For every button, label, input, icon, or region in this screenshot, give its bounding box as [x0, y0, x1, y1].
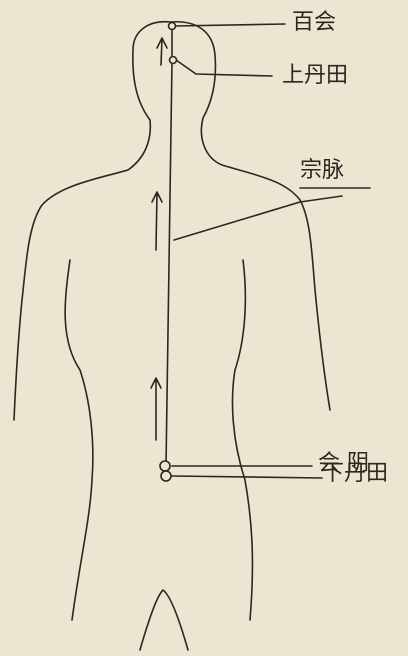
upper-dantian-point: [170, 57, 177, 64]
central-channel-line: [166, 62, 172, 466]
body-outline-legs: [140, 590, 188, 650]
huiyin-point: [160, 461, 170, 471]
label-central-channel: 宗脉: [300, 160, 344, 182]
label-baihui: 百会: [292, 12, 336, 34]
label-huiyin: 会 阴: [318, 453, 369, 475]
lower-dantian-point: [161, 471, 171, 481]
leader-lower-dantian: [172, 476, 322, 478]
leader-central-channel: [174, 196, 342, 240]
arrow-lower-icon: [151, 378, 161, 440]
body-outline-left: [14, 22, 170, 620]
leader-upper-dantian: [176, 60, 272, 76]
label-upper-dantian: 上丹田: [282, 65, 348, 87]
baihui-point: [169, 23, 176, 30]
body-outline-right: [170, 22, 330, 620]
arrow-middle-icon: [152, 192, 162, 250]
arrow-top-icon: [157, 38, 167, 65]
